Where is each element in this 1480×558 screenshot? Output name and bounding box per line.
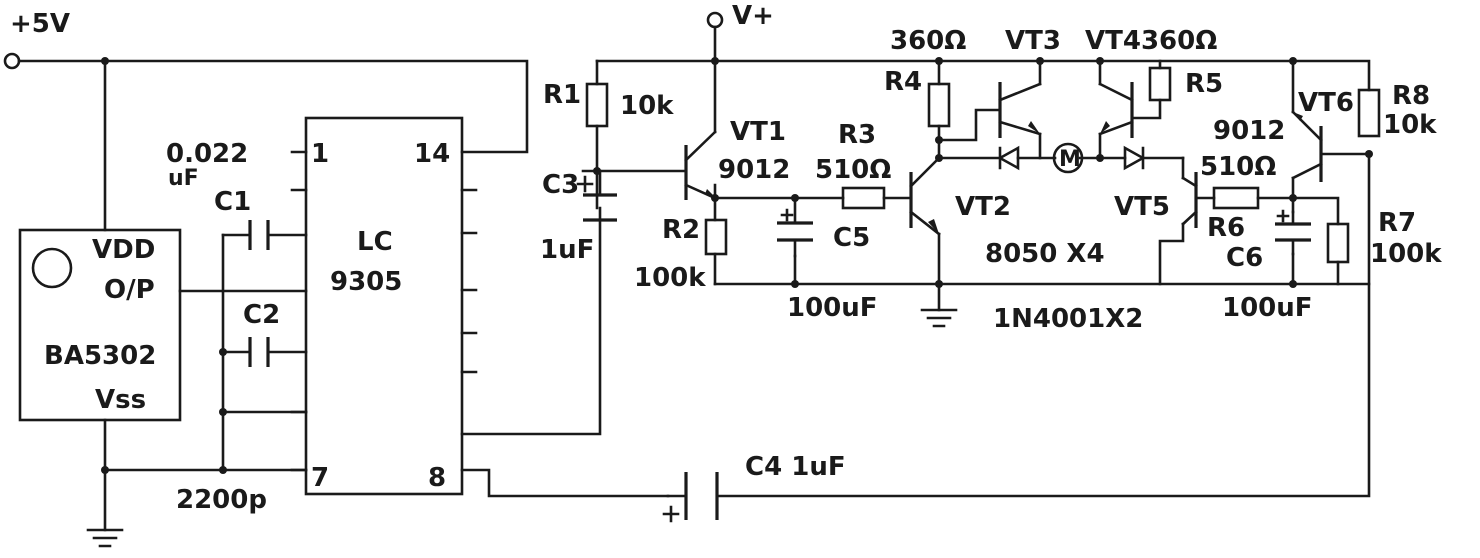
lc9305-line1: LC bbox=[357, 227, 393, 257]
c6-label: C6 bbox=[1226, 243, 1263, 273]
c3-value: 1uF bbox=[540, 235, 594, 265]
ba5302-vss-label: Vss bbox=[95, 385, 146, 415]
transistor-vt3 bbox=[998, 82, 1042, 138]
r6-value: 510Ω bbox=[1200, 152, 1276, 182]
r6-label: R6 bbox=[1207, 213, 1245, 243]
cap-0022-unit: uF bbox=[168, 166, 199, 191]
r1-label: R1 bbox=[543, 80, 581, 110]
transistor-vt4 bbox=[1098, 82, 1134, 138]
vt1-type: 9012 bbox=[718, 155, 790, 185]
c2-label: C2 bbox=[243, 300, 280, 330]
r7-value: 100k bbox=[1370, 239, 1442, 269]
ba5302-chip bbox=[18, 228, 182, 422]
r5-label: R5 bbox=[1185, 69, 1223, 99]
motor bbox=[1052, 142, 1084, 174]
resistor-r7 bbox=[1326, 222, 1350, 264]
r2-value: 100k bbox=[634, 263, 706, 293]
resistor-r3 bbox=[841, 186, 886, 210]
ba5302-vdd-label: VDD bbox=[92, 235, 155, 265]
pin-1-label: 1 bbox=[311, 139, 329, 169]
resistor-r2 bbox=[704, 218, 728, 256]
capacitor-c5 bbox=[777, 208, 813, 258]
vt5-label: VT5 bbox=[1114, 192, 1170, 222]
ba5302-output-label: O/P bbox=[104, 275, 155, 305]
resistor-r4 bbox=[927, 82, 951, 128]
junction-dots-left bbox=[101, 57, 227, 474]
diode-note: 1N4001X2 bbox=[993, 304, 1143, 334]
capacitor-c3 bbox=[576, 169, 617, 222]
capacitor-c4 bbox=[662, 472, 719, 523]
diode-right bbox=[1123, 145, 1146, 171]
c1-label: C1 bbox=[214, 187, 251, 217]
capacitor-c1 bbox=[248, 220, 270, 250]
supply-5v-label: +5V bbox=[10, 9, 70, 39]
capacitor-c6 bbox=[1275, 209, 1311, 256]
resistor-r5 bbox=[1148, 66, 1172, 102]
r4-value: 360Ω bbox=[890, 26, 966, 56]
r2-label: R2 bbox=[662, 215, 700, 245]
resistor-r8 bbox=[1357, 88, 1381, 138]
pin-8-label: 8 bbox=[428, 463, 446, 493]
r3-label: R3 bbox=[838, 120, 876, 150]
vt3-label: VT3 bbox=[1005, 26, 1061, 56]
transistor-vt5 bbox=[1181, 172, 1198, 228]
r7-label: R7 bbox=[1378, 208, 1416, 238]
vt2-label: VT2 bbox=[955, 192, 1011, 222]
supply-vplus-terminal bbox=[706, 11, 724, 29]
supply-vplus-label: V+ bbox=[732, 1, 774, 31]
lc9305-line2: 9305 bbox=[330, 267, 402, 297]
r8-label: R8 bbox=[1392, 81, 1430, 111]
transistor-note: 8050 X4 bbox=[985, 239, 1105, 269]
transistor-vt2 bbox=[909, 156, 941, 236]
vt6-type: 9012 bbox=[1213, 116, 1285, 146]
cap-2200p-label: 2200p bbox=[176, 485, 267, 515]
vt6-label: VT6 bbox=[1298, 88, 1354, 118]
ground-symbol-left bbox=[86, 528, 124, 548]
c6-value: 100uF bbox=[1222, 293, 1313, 323]
c5-label: C5 bbox=[833, 223, 870, 253]
c4-label: C4 1uF bbox=[745, 452, 846, 482]
pin-14-label: 14 bbox=[414, 139, 450, 169]
lc9305-chip bbox=[290, 116, 478, 496]
resistor-r6 bbox=[1212, 186, 1260, 210]
r4-label: R4 bbox=[884, 67, 922, 97]
supply-5v-terminal bbox=[3, 52, 21, 70]
c3-label: C3 bbox=[542, 170, 579, 200]
transistor-vt1 bbox=[684, 130, 717, 200]
diode-left bbox=[997, 145, 1020, 171]
r8-value: 10k bbox=[1383, 110, 1437, 140]
r1-value: 10k bbox=[620, 91, 674, 121]
r3-value: 510Ω bbox=[815, 155, 891, 185]
capacitor-c2 bbox=[248, 337, 270, 367]
motor-label: M bbox=[1059, 147, 1081, 172]
ba5302-name: BA5302 bbox=[44, 341, 156, 371]
pin-7-label: 7 bbox=[311, 463, 329, 493]
ground-symbol-right bbox=[920, 308, 958, 328]
vt1-label: VT1 bbox=[730, 117, 786, 147]
transistor-vt6 bbox=[1291, 110, 1323, 182]
wires-left bbox=[17, 59, 1371, 532]
cap-0022-value: 0.022 bbox=[166, 139, 248, 169]
vt4-r5-value: VT4360Ω bbox=[1085, 26, 1217, 56]
c5-value: 100uF bbox=[787, 293, 878, 323]
resistor-r1 bbox=[585, 82, 609, 128]
